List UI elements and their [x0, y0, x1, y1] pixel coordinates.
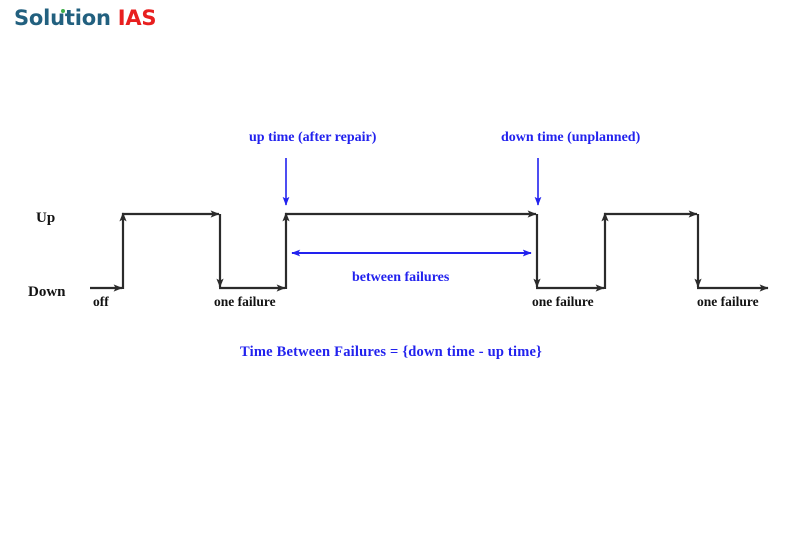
annotation-up-time-label: up time (after repair)	[249, 130, 377, 145]
axis-label-down: Down	[28, 284, 66, 300]
annotation-between-failures-label: between failures	[352, 270, 450, 285]
axis-label-up: Up	[36, 210, 55, 226]
brand-name-primary: Solution	[14, 6, 111, 30]
event-label-failure-1: one failure	[214, 294, 276, 309]
annotation-down-time-label: down time (unplanned)	[501, 130, 641, 145]
brand-name-secondary: IAS	[117, 6, 157, 30]
event-label-failure-2: one failure	[532, 294, 594, 309]
event-label-off: off	[93, 294, 109, 309]
event-label-failure-3: one failure	[697, 294, 759, 309]
brand-dot-accent	[61, 9, 65, 13]
formula-caption: Time Between Failures = {down time - up …	[240, 344, 542, 360]
